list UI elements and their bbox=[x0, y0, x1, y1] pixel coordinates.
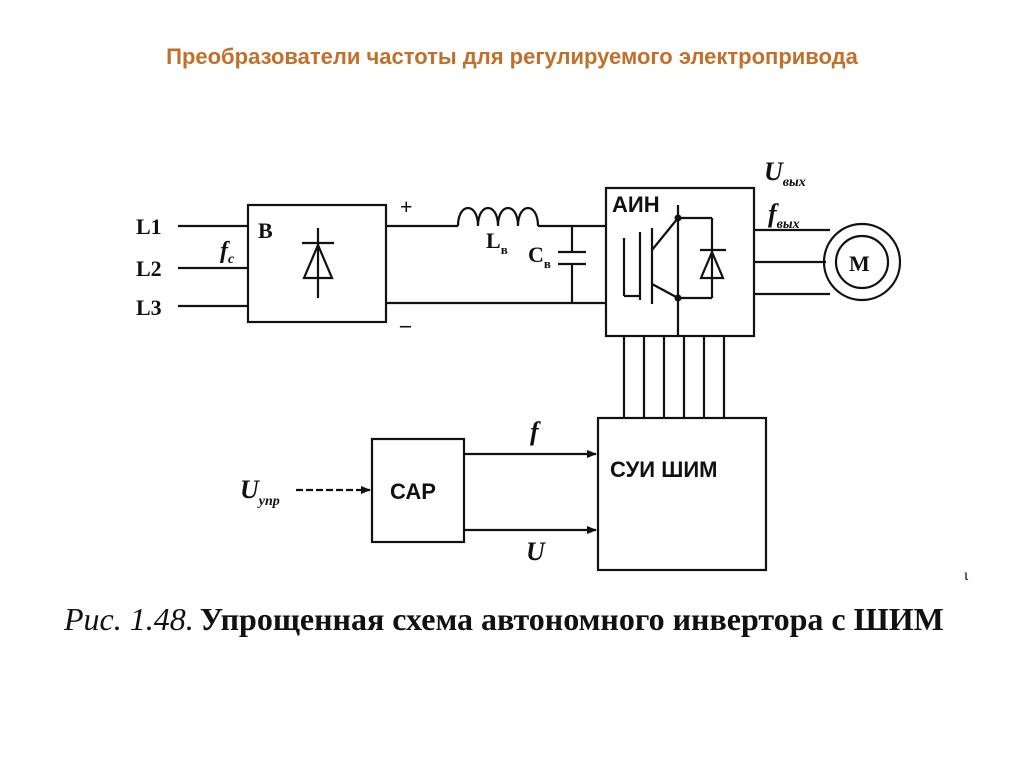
label-u-out: Uвых bbox=[764, 157, 806, 190]
label-minus: – bbox=[399, 312, 412, 337]
pwm-control-block bbox=[596, 416, 768, 572]
capacitor-icon bbox=[558, 226, 586, 303]
figure-caption: Рис. 1.48.Упрощенная схема автономного и… bbox=[63, 601, 944, 637]
label-l3: L3 bbox=[136, 295, 162, 320]
rectifier-diode-icon bbox=[302, 228, 334, 298]
freewheel-diode-icon bbox=[699, 218, 726, 298]
label-signal-u: U bbox=[526, 537, 546, 566]
label-motor: М bbox=[849, 251, 870, 276]
junction-dot-top bbox=[674, 214, 682, 222]
label-rectifier: В bbox=[258, 218, 273, 243]
small-mark: ι bbox=[964, 567, 969, 584]
label-controller: САР bbox=[390, 479, 436, 504]
label-plus: + bbox=[400, 194, 413, 219]
label-f-out: fвых bbox=[768, 199, 800, 232]
inductor-coil bbox=[456, 207, 540, 227]
junction-dot-bottom bbox=[674, 294, 682, 302]
motor-outer-circle bbox=[822, 222, 902, 302]
label-l1: L1 bbox=[136, 214, 162, 239]
rectifier-block bbox=[246, 203, 388, 324]
label-signal-f: f bbox=[530, 417, 541, 446]
slide-title: Преобразователи частоты для регулируемог… bbox=[166, 44, 858, 69]
controller-block bbox=[370, 437, 466, 544]
label-l2: L2 bbox=[136, 256, 162, 281]
label-capacitor: Cв bbox=[528, 242, 551, 271]
label-u-ctrl: Uупр bbox=[240, 475, 280, 509]
igbt-transistor-icon bbox=[622, 205, 712, 336]
label-pwm-unit: СУИ ШИМ bbox=[610, 457, 717, 482]
label-inverter: АИН bbox=[612, 192, 660, 217]
label-fc: fс bbox=[220, 238, 235, 267]
label-inductor: Lв bbox=[486, 228, 508, 257]
motor-inner-circle bbox=[834, 234, 890, 290]
